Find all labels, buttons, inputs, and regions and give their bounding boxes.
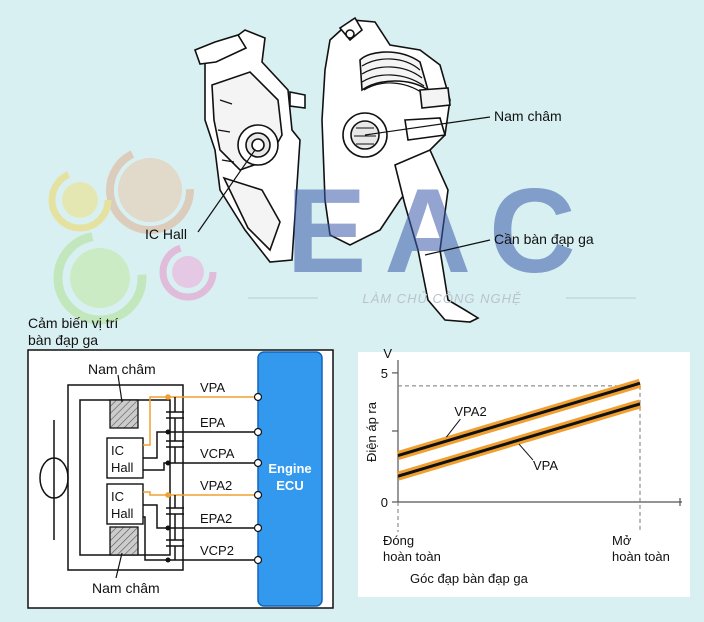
- watermark-ring-yellow: [48, 168, 112, 232]
- pedal-housing-left: [193, 29, 306, 263]
- ic-hall-1: IC Hall: [106, 437, 144, 479]
- x-label-start-line2: hoàn toàn: [383, 549, 441, 564]
- x-label-start-line1: Đóng: [383, 533, 414, 548]
- capacitor-3: [166, 495, 184, 528]
- ecu-pin-vcp2: [253, 555, 263, 565]
- pedal-arm: [394, 148, 480, 323]
- terminals: VPA EPA VCPA VPA2 EPA2 VCP2: [200, 380, 235, 558]
- terminal-label-epa: EPA: [200, 415, 225, 430]
- capacitor-2: [166, 432, 184, 463]
- terminal-label-epa2: EPA2: [200, 511, 232, 526]
- watermark-tagline: LÀM CHỦ CÔNG NGHỆ: [362, 291, 521, 306]
- watermark-circle-pink: [172, 256, 204, 288]
- terminal-label-vcpa: VCPA: [200, 446, 235, 461]
- junction-dot-vpa2: [165, 492, 171, 498]
- sensor-magnet-bottom-label: Nam châm: [92, 580, 160, 596]
- pedal-label-arm: Cần bàn đạp ga: [494, 231, 594, 247]
- magnet-leader-line: [364, 116, 491, 136]
- ic-hall-leader-line: [197, 149, 256, 233]
- junction-dots: [165, 394, 171, 563]
- wire-vcpa: [143, 462, 258, 471]
- watermark-circle-yellow: [62, 182, 98, 218]
- ecu-label-line1: Engine: [268, 461, 311, 476]
- watermark-logo-text: EAC: [286, 164, 593, 298]
- magnet-block-top: [109, 399, 139, 429]
- ecu-pin-epa2: [253, 523, 263, 533]
- ic-hall-2-line1: IC: [111, 489, 124, 504]
- capacitor-4: [166, 528, 184, 560]
- wire-epa2: [143, 504, 258, 529]
- ecu-pin-vcpa: [253, 458, 263, 468]
- capacitor-1: [166, 397, 184, 432]
- junction-dot-vcpa: [165, 460, 171, 466]
- y-axis-label: Điện áp ra: [364, 401, 379, 462]
- magnet-top-leader: [117, 374, 123, 403]
- engine-ecu-block: [257, 351, 323, 607]
- sensor-magnet-top-label: Nam châm: [88, 361, 156, 377]
- watermark-ring-pink: [159, 243, 217, 301]
- ic-hall-1-box: [106, 437, 144, 479]
- terminal-label-vpa: VPA: [200, 380, 225, 395]
- pedal-label-magnet: Nam châm: [494, 108, 562, 124]
- x-label-end-line1: Mở: [612, 533, 632, 548]
- watermark-ring-green: [53, 231, 147, 325]
- sensor-title-line1: Cảm biến vị trí: [28, 315, 118, 331]
- pedal-label-ic-hall: IC Hall: [145, 226, 187, 242]
- ic-hall-2-line2: Hall: [111, 506, 134, 521]
- series-label-leader-vpa2: [446, 418, 461, 438]
- x-axis-label: Góc đạp bàn đạp ga: [410, 571, 529, 586]
- ecu-pin-vpa: [253, 392, 263, 402]
- ic-hall-2-box: [106, 483, 144, 525]
- ic-hall-1-line2: Hall: [111, 460, 134, 475]
- series-label-leader-vpa: [518, 443, 534, 461]
- pedal-arm-leader-line: [424, 239, 491, 256]
- ecu-pin-vpa2: [253, 490, 263, 500]
- watermark-logo: EAC LÀM CHỦ CÔNG NGHỆ: [248, 164, 636, 306]
- junction-dot-epa: [165, 429, 171, 435]
- junction-dot-vpa: [165, 394, 171, 400]
- watermark-circle-tan: [118, 158, 182, 222]
- y-tick-label: 5: [381, 366, 388, 381]
- watermark-circles-logo: [48, 146, 217, 325]
- y-tick-label: 0: [381, 495, 388, 510]
- terminal-label-vcp2: VCP2: [200, 543, 234, 558]
- rotation-arrow: [39, 457, 69, 499]
- series-label-vpa2: VPA2: [454, 404, 486, 419]
- watermark-ring-tan: [106, 146, 194, 234]
- junction-dot-vcp2: [165, 557, 171, 563]
- wire-epa: [143, 431, 258, 459]
- series-line-vpa2: [397, 381, 641, 457]
- magnet-bottom-leader: [115, 552, 123, 579]
- ecu-pin-epa: [253, 427, 263, 437]
- wiring: [143, 396, 258, 561]
- magnet-block-bottom: [109, 526, 139, 556]
- watermark-circle-green: [70, 248, 130, 308]
- y-axis-unit: V: [383, 346, 392, 361]
- wire-vcp2: [143, 516, 258, 561]
- ecu-pins: [253, 392, 263, 565]
- wire-vpa: [143, 396, 258, 446]
- series-line-vpa: [397, 402, 641, 478]
- wire-vpa2: [143, 491, 258, 496]
- junction-dot-epa2: [165, 525, 171, 531]
- ecu-label-line2: ECU: [276, 478, 303, 493]
- ic-hall-2: IC Hall: [106, 483, 144, 525]
- series-label-vpa: VPA: [533, 458, 558, 473]
- terminal-label-vpa2: VPA2: [200, 478, 232, 493]
- sensor-title-line2: bàn đạp ga: [28, 332, 98, 348]
- magnet-blocks: [109, 399, 139, 556]
- ic-hall-1-line1: IC: [111, 443, 124, 458]
- x-label-end-line2: hoàn toàn: [612, 549, 670, 564]
